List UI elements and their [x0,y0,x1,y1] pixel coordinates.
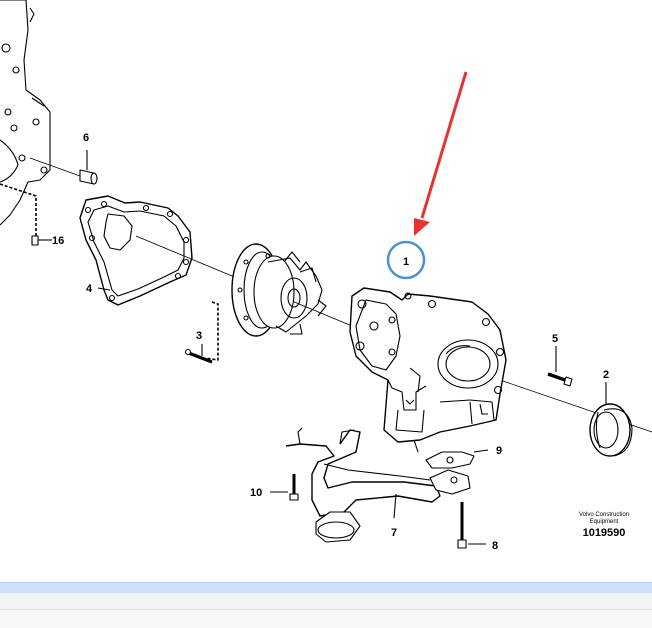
gear-drive-assembly [231,243,327,337]
selection-bar [0,582,652,593]
bolt-part-10 [270,474,299,501]
callout-6: 6 [83,132,89,144]
status-strip [0,610,652,628]
oil-pump-housing-part-1 [349,287,507,443]
callout-3: 3 [196,330,202,342]
engine-block-fragment [0,0,51,226]
callout-2: 2 [603,369,609,381]
screw-part-3 [184,344,213,364]
caption-figure-number: 1019590 [582,527,626,539]
exploded-parts-diagram: 1 2 3 4 5 6 7 8 9 10 16 [0,0,652,552]
bolt-part-16 [31,235,52,246]
bolt-part-5 [547,346,573,387]
caption-line-1: Volvo Construction [578,512,630,518]
callout-7: 7 [391,527,397,539]
callout-16: 16 [52,235,64,247]
flange-gasket-part-9 [425,449,489,469]
callout-1: 1 [403,256,409,268]
callout-4: 4 [86,283,93,295]
callout-8: 8 [492,540,498,552]
diagram-caption: Volvo Construction Equipment 1019590 [566,512,642,540]
callout-9: 9 [496,445,502,457]
suction-pipe-part-7 [285,427,471,543]
dowel-part-6 [29,150,98,185]
bolt-part-8 [457,502,486,549]
highlight-arrow [414,71,468,236]
caption-line-2: Equipment [589,519,619,525]
seal-ring-part-2 [589,382,633,457]
gasket-part-4 [79,195,193,306]
toolbar-strip [0,593,652,610]
highlight-circle [386,240,426,280]
callout-10: 10 [250,487,262,499]
callout-5: 5 [552,333,558,345]
